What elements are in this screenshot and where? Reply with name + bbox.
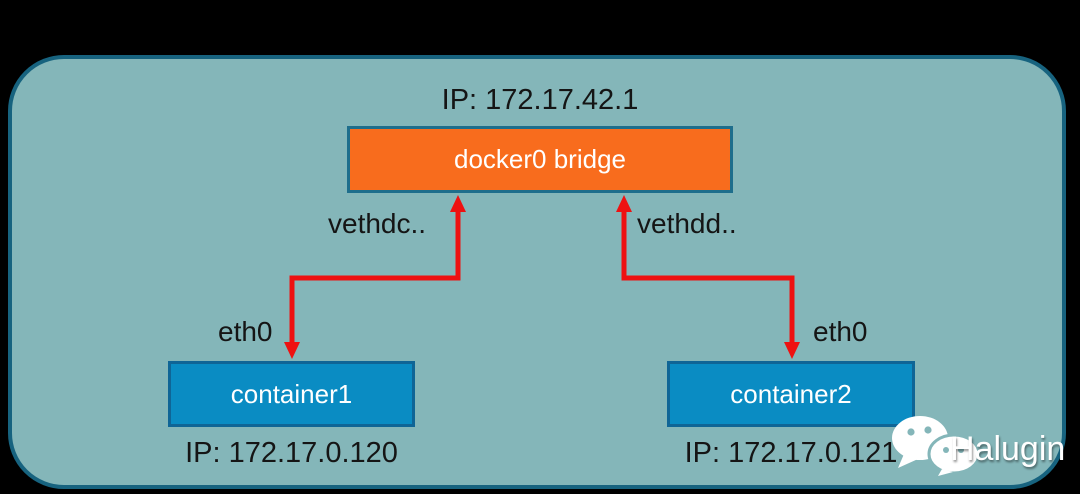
eth0-label-container2: eth0	[813, 316, 868, 347]
container1-label: container1	[230, 378, 353, 409]
container2-ip-label: IP: 172.17.0.121	[684, 437, 898, 469]
watermark: Halugin	[890, 414, 1080, 480]
watermark-text: Halugin	[950, 430, 1066, 468]
container2-node: container2	[667, 361, 915, 427]
veth-label-right: vethdd..	[637, 208, 737, 239]
bridge-ip-label: IP: 172.17.42.1	[441, 84, 639, 116]
docker0-bridge-node: docker0 bridge	[347, 126, 733, 193]
wechat-icon	[892, 416, 981, 476]
veth-label-left: vethdc..	[328, 208, 427, 239]
container2-label: container2	[730, 378, 852, 409]
container1-node: container1	[168, 361, 415, 427]
eth0-label-container1: eth0	[218, 316, 273, 347]
docker0-bridge-label: docker0 bridge	[454, 144, 626, 174]
container1-ip-label: IP: 172.17.0.120	[185, 437, 398, 469]
